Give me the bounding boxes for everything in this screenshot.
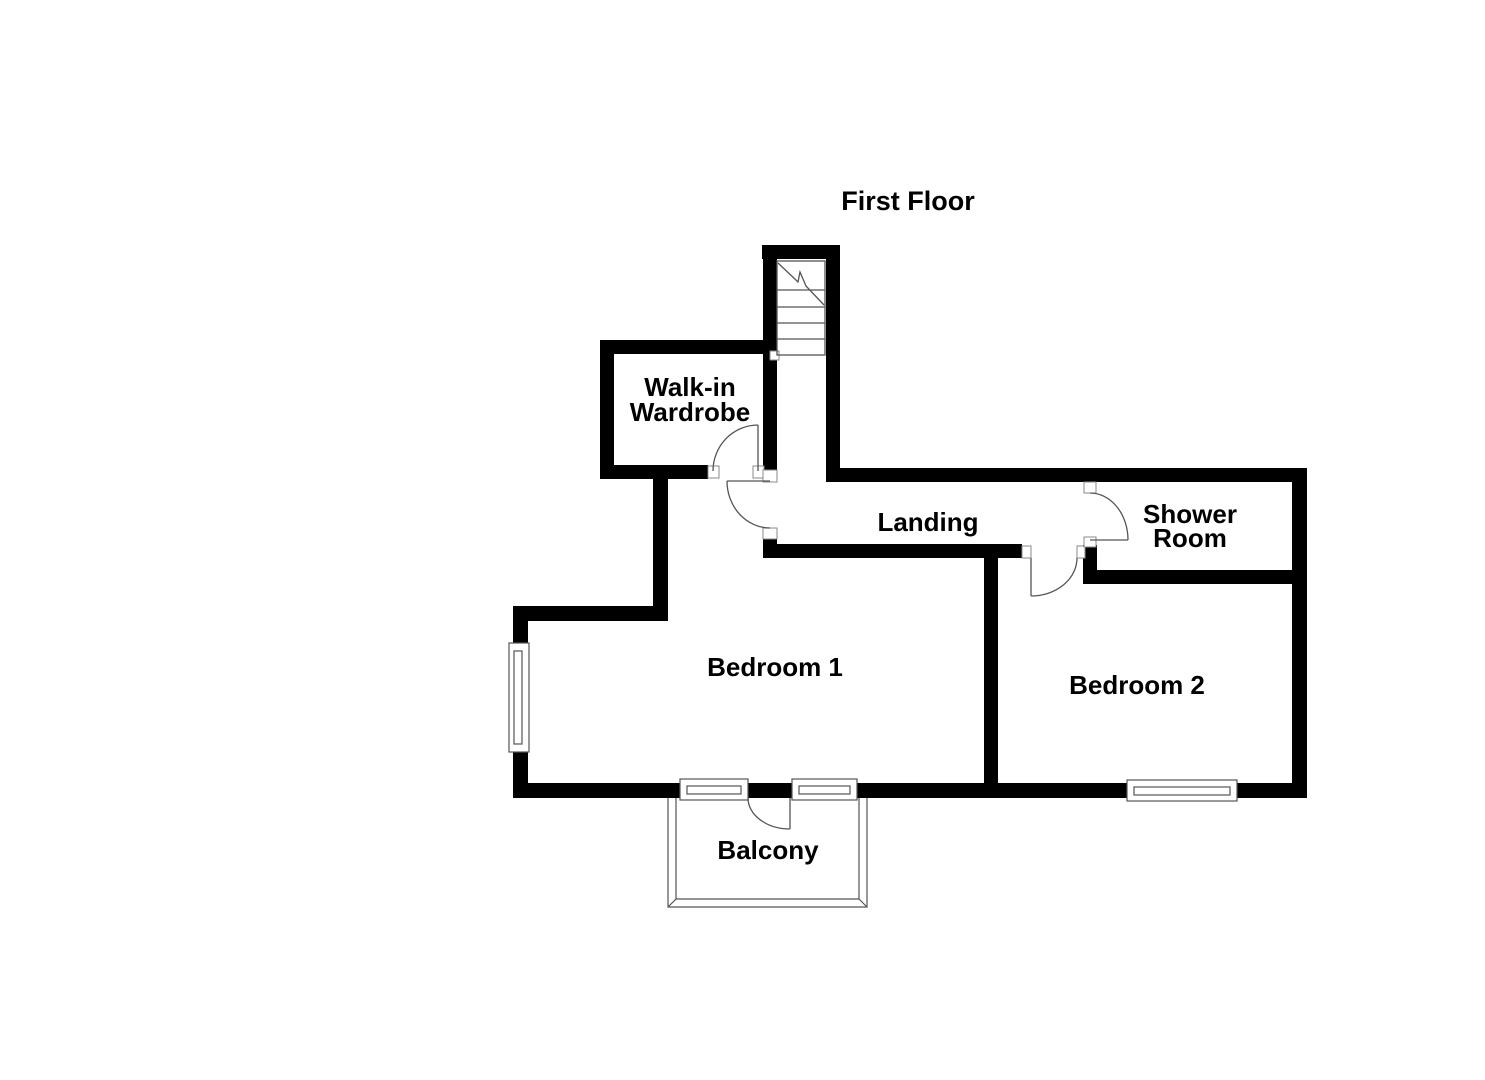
wall-stair-right xyxy=(826,245,840,482)
window-bedroom1-bottom-1 xyxy=(679,778,749,801)
label-shower-line2: Room xyxy=(1153,523,1227,553)
balcony-rail-inner xyxy=(675,798,860,900)
balcony-corner-miter xyxy=(667,898,677,908)
wall-outer-right xyxy=(1292,468,1307,798)
label-balcony: Balcony xyxy=(717,835,819,865)
door-arc-bedroom1 xyxy=(726,480,771,529)
label-wardrobe-line1: Walk-in xyxy=(644,372,735,402)
wall-shower-bottom xyxy=(1083,570,1292,584)
label-shower-line1: Shower xyxy=(1143,499,1237,529)
jamb-bedroom1-bottom xyxy=(762,527,778,540)
door-arc-bedroom2 xyxy=(1030,557,1078,597)
windows-group xyxy=(508,642,1238,802)
wall-stair-left xyxy=(763,245,777,355)
wall-wardrobe-top xyxy=(600,340,777,354)
balcony-group xyxy=(667,798,868,908)
door-arc-wardrobe xyxy=(712,424,759,472)
page-title: First Floor xyxy=(841,186,975,216)
stairs-outline xyxy=(776,260,826,356)
wall-landing-bottom xyxy=(763,544,1022,558)
wall-wardrobe-left xyxy=(600,340,614,479)
jamb-bedroom2-left xyxy=(1021,545,1032,559)
wall-bedroom1-top xyxy=(513,606,668,621)
wall-landing-top xyxy=(826,468,1307,482)
window-bedroom1-bottom-2-pane xyxy=(798,785,851,795)
jambs-group xyxy=(707,350,1097,559)
label-landing: Landing xyxy=(877,507,978,537)
wall-stair-divider-upper xyxy=(763,355,777,470)
label-bedroom1: Bedroom 1 xyxy=(707,652,843,682)
wall-stair-top xyxy=(762,245,840,259)
stair-break-line xyxy=(777,262,825,306)
window-bedroom2-bottom xyxy=(1126,779,1238,802)
window-bedroom1-left xyxy=(508,642,530,753)
door-arc-shower xyxy=(1089,492,1129,541)
jamb-shower-top xyxy=(1083,481,1097,494)
window-bedroom2-bottom-pane xyxy=(1133,786,1231,796)
label-bedroom2: Bedroom 2 xyxy=(1069,670,1205,700)
wall-bedroom-divider xyxy=(984,544,998,798)
label-wardrobe-line2: Wardrobe xyxy=(630,397,750,427)
stairs-group xyxy=(776,260,826,356)
labels-group: First Floor Walk-in Wardrobe Landing Sho… xyxy=(630,186,1237,865)
balcony-corner-miter xyxy=(858,898,868,908)
doors-group xyxy=(712,424,1129,830)
jamb-shower-bottom xyxy=(1083,536,1097,548)
jamb-bedroom1-top xyxy=(762,469,778,483)
window-bedroom1-bottom-2 xyxy=(791,778,858,801)
window-bedroom1-bottom-1-pane xyxy=(686,785,742,795)
door-arc-balcony xyxy=(747,797,791,830)
balcony-rail-outer xyxy=(667,798,868,908)
wall-step xyxy=(653,465,668,621)
window-bedroom1-left-pane xyxy=(513,650,523,745)
jamb-bedroom2-right xyxy=(1076,545,1086,559)
